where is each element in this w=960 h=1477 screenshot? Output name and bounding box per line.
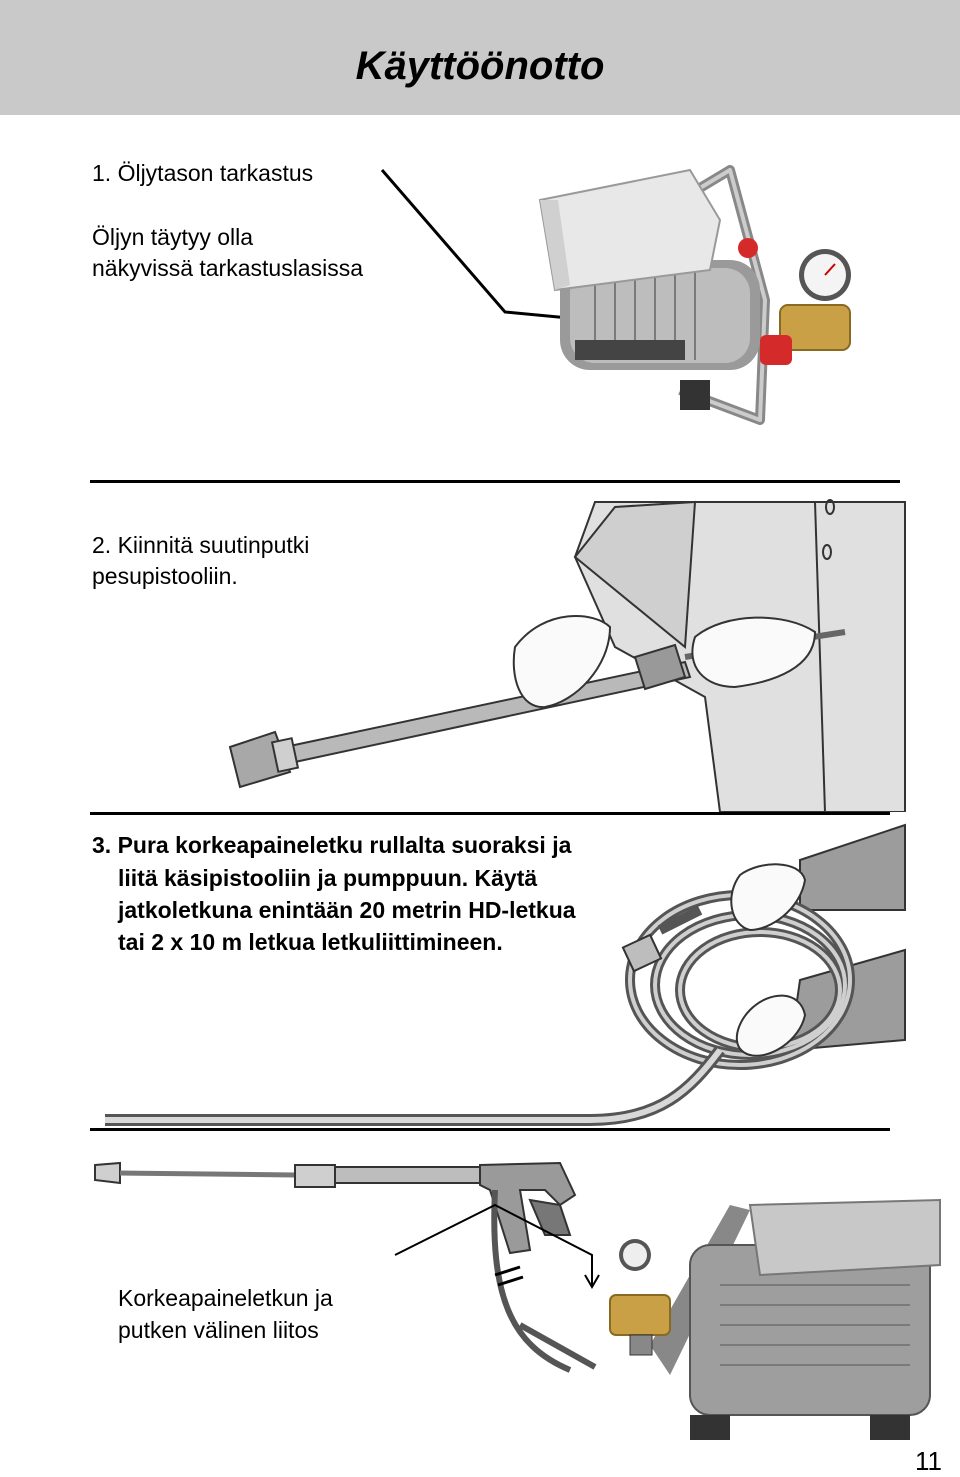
page-title: Käyttöönotto [355, 44, 605, 88]
connection-illustration [94, 1161, 941, 1440]
page-header [0, 0, 960, 115]
step2-line1: 2. Kiinnitä suutinputki [92, 532, 310, 558]
divider-3 [90, 1128, 890, 1131]
step3-line4: tai 2 x 10 m letkua letkuliittimineen. [118, 929, 503, 955]
divider-2 [90, 812, 890, 815]
connection-label-line1: Korkeapaineletkun ja [118, 1285, 333, 1311]
divider-1 [90, 480, 900, 483]
step1-text-line2: näkyvissä tarkastuslasissa [92, 255, 363, 281]
hose-coil-illustration [105, 823, 906, 1126]
connection-label-line2: putken välinen liitos [118, 1317, 319, 1343]
step3-line2: liitä käsipistooliin ja pumppuun. Käytä [118, 865, 538, 891]
step1-text-line1: Öljyn täytyy olla [92, 224, 254, 250]
pump-illustration-1 [380, 165, 851, 425]
lance-attach-illustration [228, 499, 906, 812]
step2-line2: pesupistooliin. [92, 563, 238, 589]
step3-line3: jatkoletkuna enintään 20 metrin HD-letku… [118, 897, 576, 923]
page-number: 11 [915, 1446, 942, 1476]
step1-heading: 1. Öljytason tarkastus [92, 160, 314, 186]
step3-line1: 3. Pura korkeapaineletku rullalta suorak… [92, 832, 572, 858]
